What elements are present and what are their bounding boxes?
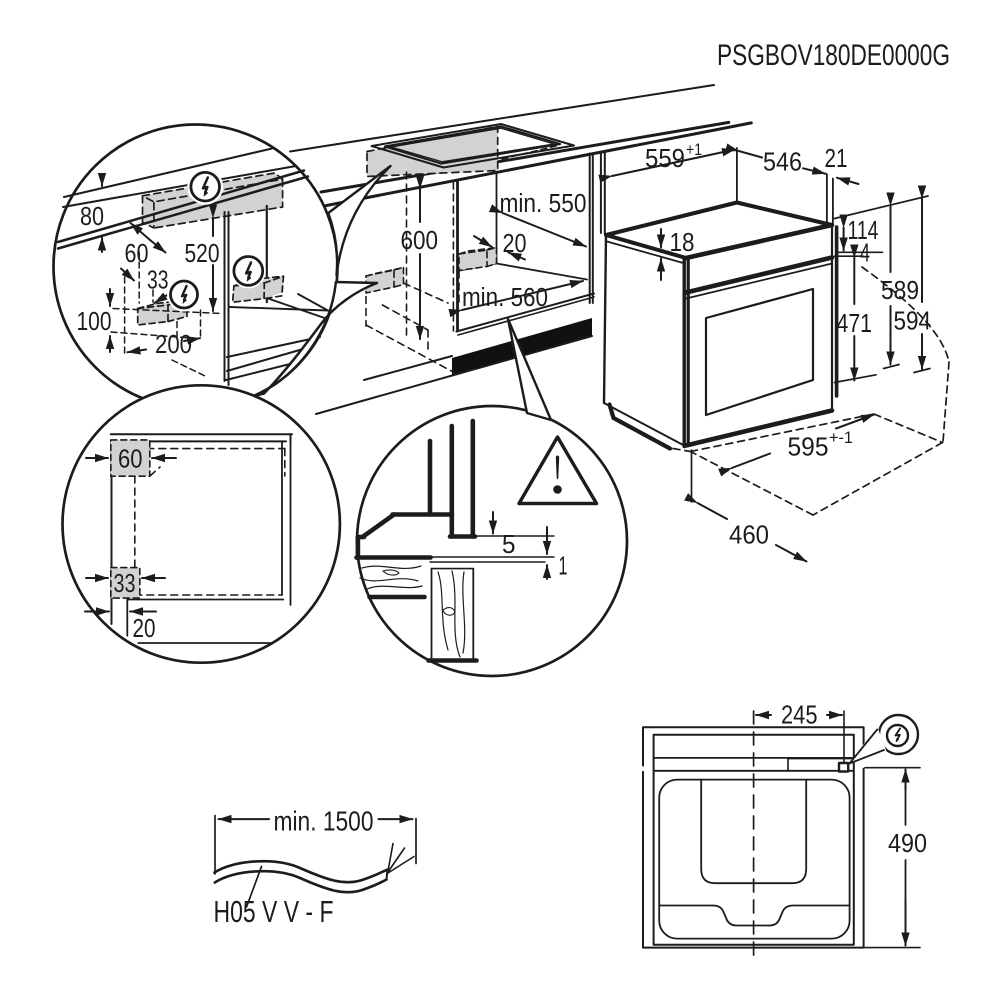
svg-text:114: 114 <box>848 217 879 245</box>
svg-text:PSGBOV180DE0000G: PSGBOV180DE0000G <box>717 39 950 72</box>
svg-text:20: 20 <box>503 230 527 258</box>
svg-text:+1: +1 <box>686 140 702 159</box>
svg-text:min. 550: min. 550 <box>500 190 587 218</box>
svg-text:60: 60 <box>118 446 143 474</box>
svg-text:600: 600 <box>401 227 439 255</box>
svg-text:60: 60 <box>125 240 149 268</box>
svg-text:80: 80 <box>80 203 104 231</box>
svg-text:245: 245 <box>781 702 818 730</box>
svg-text:594: 594 <box>894 308 932 336</box>
svg-text:33: 33 <box>147 267 169 295</box>
svg-text:559: 559 <box>645 145 685 173</box>
svg-text:460: 460 <box>729 522 769 550</box>
svg-text:5: 5 <box>502 531 516 559</box>
svg-text:min. 560: min. 560 <box>462 284 548 312</box>
svg-text:20: 20 <box>133 615 156 643</box>
svg-text:+-1: +-1 <box>829 428 853 447</box>
svg-text:33: 33 <box>114 570 136 598</box>
svg-text:H05 V V - F: H05 V V - F <box>214 894 334 929</box>
svg-text:546: 546 <box>763 149 802 177</box>
svg-text:490: 490 <box>888 830 927 858</box>
svg-text:589: 589 <box>881 277 919 305</box>
svg-text:21: 21 <box>825 145 848 173</box>
svg-text:595: 595 <box>788 434 829 462</box>
svg-text:471: 471 <box>837 310 873 338</box>
svg-text:200: 200 <box>155 331 192 359</box>
svg-text:520: 520 <box>185 240 220 268</box>
svg-text:min. 1500: min. 1500 <box>274 806 374 837</box>
svg-text:100: 100 <box>77 308 112 336</box>
svg-text:4: 4 <box>860 240 870 268</box>
svg-text:1: 1 <box>559 553 568 581</box>
svg-text:18: 18 <box>670 229 695 257</box>
